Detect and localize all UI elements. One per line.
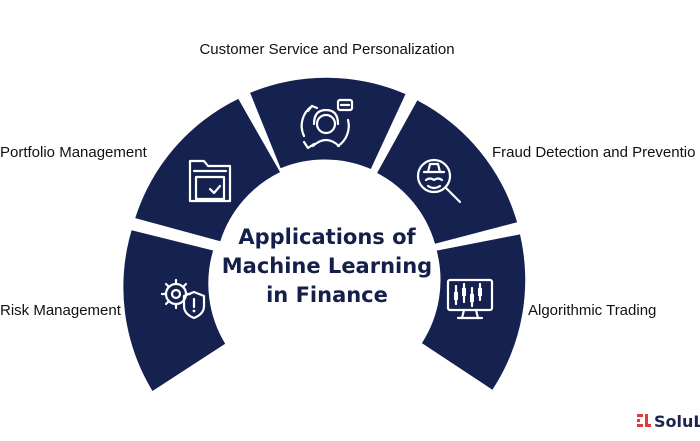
label-algorithmic-trading: Algorithmic Trading bbox=[528, 302, 656, 319]
solulab-logo-icon bbox=[637, 414, 651, 427]
title-line-3: in Finance bbox=[266, 283, 388, 307]
brand: SoluL bbox=[637, 412, 700, 431]
segment-algorithmic-trading bbox=[421, 234, 526, 390]
monitor-candlestick-icon bbox=[446, 278, 494, 320]
label-portfolio-management: Portfolio Management bbox=[0, 144, 148, 161]
label-risk-management: Risk Management bbox=[0, 302, 122, 319]
magnifier-incognito-icon bbox=[416, 158, 462, 204]
label-customer-service: Customer Service and Personalization bbox=[199, 41, 454, 58]
brand-text: SoluL bbox=[654, 412, 700, 431]
support-agent-icon bbox=[300, 98, 354, 150]
gear-shield-icon bbox=[160, 278, 206, 320]
segment-fraud-detection bbox=[377, 100, 518, 244]
folder-check-icon bbox=[188, 159, 232, 203]
center-title: Applications of Machine Learning in Fina… bbox=[222, 225, 432, 307]
arc-segments bbox=[123, 77, 526, 391]
title-line-1: Applications of bbox=[238, 225, 416, 249]
title-line-2: Machine Learning bbox=[222, 254, 432, 278]
segment-labels: Risk Management Portfolio Management Cus… bbox=[0, 41, 695, 319]
segment-customer-service bbox=[250, 77, 406, 169]
segment-risk-management bbox=[123, 230, 226, 391]
label-fraud-detection: Fraud Detection and Preventio bbox=[492, 144, 695, 161]
